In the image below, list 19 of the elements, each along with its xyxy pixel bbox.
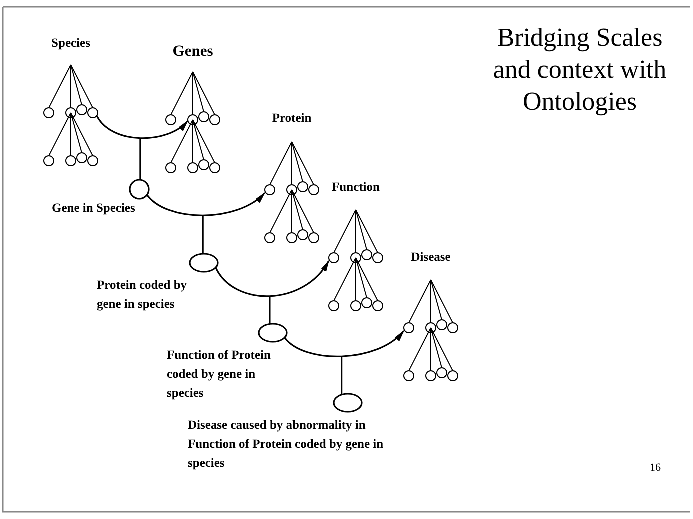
category-label: Genes: [172, 42, 214, 62]
connector-line: [202, 216, 204, 254]
connector-line: [140, 138, 142, 180]
category-label: Disease: [410, 249, 452, 266]
curved-arrow: [215, 260, 330, 298]
concept-label: Function of Protein coded by gene in species: [167, 347, 272, 402]
concept-label: Gene in Species: [52, 200, 136, 217]
category-label: Species: [50, 35, 92, 52]
curved-arrow: [146, 192, 266, 216]
connector-line: [269, 296, 271, 324]
category-label: Function: [331, 179, 381, 196]
concept-label: Disease caused by abnormality in Function of Protein coded by gene in species: [188, 417, 385, 472]
connector-line: [341, 356, 343, 395]
curved-arrow: [284, 330, 405, 358]
page-number: 16: [650, 462, 661, 474]
slide-title: Bridging Scales and context with Ontologies: [492, 22, 668, 118]
category-label: Protein: [271, 110, 313, 127]
curved-arrow: [96, 116, 189, 140]
concept-label: Protein coded by gene in species: [97, 277, 188, 313]
